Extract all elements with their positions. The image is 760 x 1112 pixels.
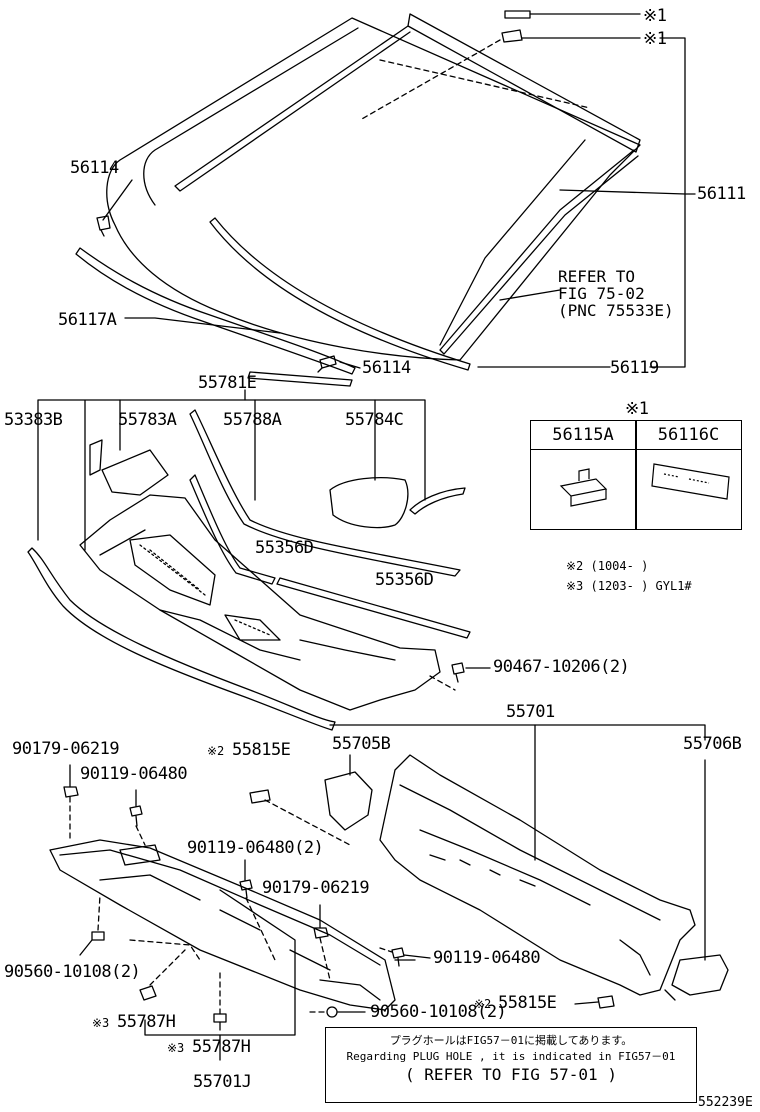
label-56117a: 56117A: [58, 310, 117, 330]
label-90119-a: 90119-06480: [80, 764, 188, 784]
label-55705b: 55705B: [332, 734, 391, 754]
mark-2-upper: ※2: [207, 744, 225, 758]
moulding-56117a: [75, 247, 356, 375]
moulding-56119: [209, 217, 471, 371]
label-55784c: 55784C: [345, 410, 404, 430]
label-55787h-lower: 55787H: [192, 1037, 251, 1057]
label-55706b: 55706B: [683, 734, 742, 754]
label-55815e-upper: 55815E: [232, 740, 291, 760]
reference-line-2: FIG 75-02: [558, 284, 645, 303]
moulding-top: [407, 13, 641, 153]
note-mark-1b: ※1: [643, 29, 667, 49]
nut-90560-a: [91, 931, 105, 941]
clip-56114-top: [96, 215, 111, 237]
clip-55787h-b: [213, 1013, 227, 1031]
label-55356d-upper: 55356D: [255, 538, 314, 558]
label-56114-bottom: 56114: [362, 358, 411, 378]
notice-english: Regarding PLUG HOLE , it is indicated in…: [346, 1050, 676, 1063]
bolt-90467: [451, 662, 465, 683]
label-90119-b: 90119-06480(2): [187, 838, 324, 858]
reference-note: REFER TO FIG 75-02 (PNC 75533E): [558, 268, 674, 319]
seal-55356d-upper: [189, 474, 276, 585]
label-55701j: 55701J: [193, 1072, 252, 1092]
label-55356d-lower: 55356D: [375, 570, 434, 590]
part-55783a: [101, 449, 169, 496]
clip-56115a-illustration: [559, 468, 608, 507]
note-mark-1a: ※1: [643, 6, 667, 26]
clip-56116c-illustration: [651, 463, 730, 500]
cowl-panel-55701: [379, 754, 696, 996]
label-56114-top: 56114: [70, 158, 119, 178]
label-90467: 90467-10206(2): [493, 657, 630, 677]
label-55788a: 55788A: [223, 410, 282, 430]
cowl-panel-55701j: [49, 839, 396, 1011]
mark-3-lower: ※3: [167, 1041, 185, 1055]
table-header-56115a: 56115A: [531, 421, 635, 450]
label-55815e-lower: 55815E: [498, 993, 557, 1013]
table-note-mark: ※1: [625, 399, 649, 419]
bolt-90119-a: [129, 805, 143, 827]
nut-90179-a: [63, 786, 79, 798]
label-56119: 56119: [610, 358, 659, 378]
clip-reference-table: 56115A 56116C: [530, 420, 742, 530]
notice-reference: ( REFER TO FIG 57-01 ): [405, 1065, 617, 1084]
nut-90179-b: [313, 927, 329, 939]
label-53383b: 53383B: [4, 410, 63, 430]
label-55787h-upper: 55787H: [117, 1012, 176, 1032]
label-90179-a: 90179-06219: [12, 739, 120, 759]
seal-53383b: [27, 547, 336, 731]
cap-55784c: [329, 477, 409, 529]
plug-hole-notice: プラグホールはFIG57－01に掲載してあります。 Regarding PLUG…: [325, 1027, 697, 1103]
label-55701: 55701: [506, 702, 555, 722]
seal-55356d-lower: [276, 577, 471, 639]
clip-note-top: [504, 10, 531, 19]
windshield-glass: [106, 17, 641, 361]
reference-line-3: (PNC 75533E): [558, 301, 674, 320]
table-header-56116c: 56116C: [636, 421, 741, 450]
bracket-55706b: [671, 954, 729, 996]
label-90119-c: 90119-06480: [433, 948, 541, 968]
pad-55815e-upper: [249, 789, 271, 804]
bolt-90119-b: [239, 879, 253, 899]
nut-90560-b: [326, 1006, 338, 1018]
bolt-90119-c: [391, 947, 405, 967]
bracket-55705b: [324, 771, 373, 831]
label-90560-a: 90560-10108(2): [4, 962, 141, 982]
clip-55787h-a: [139, 985, 157, 1001]
label-90560-b: 90560-10108(2): [370, 1002, 507, 1022]
clip-56114-bottom: [317, 355, 337, 373]
label-90179-b: 90179-06219: [262, 878, 370, 898]
footnote-mark-2: ※2 (1004- ): [566, 559, 649, 573]
mark-2-lower: ※2: [474, 997, 492, 1011]
clip-note-second: [501, 29, 523, 43]
pad-55815e-lower: [597, 995, 615, 1009]
strip-55788a: [189, 409, 461, 577]
table-divider: [635, 421, 637, 529]
label-55783a: 55783A: [118, 410, 177, 430]
label-55781e: 55781E: [198, 373, 257, 393]
diagram-id: 552239E: [698, 1095, 753, 1110]
footnote-mark-3: ※3 (1203- ) GYL1#: [566, 579, 692, 593]
cowl-top-panel: [79, 494, 441, 711]
mark-3-upper: ※3: [92, 1016, 110, 1030]
label-56111: 56111: [697, 184, 746, 204]
reference-line-1: REFER TO: [558, 267, 636, 286]
notice-japanese: プラグホールはFIG57－01に掲載してあります。: [389, 1034, 633, 1047]
